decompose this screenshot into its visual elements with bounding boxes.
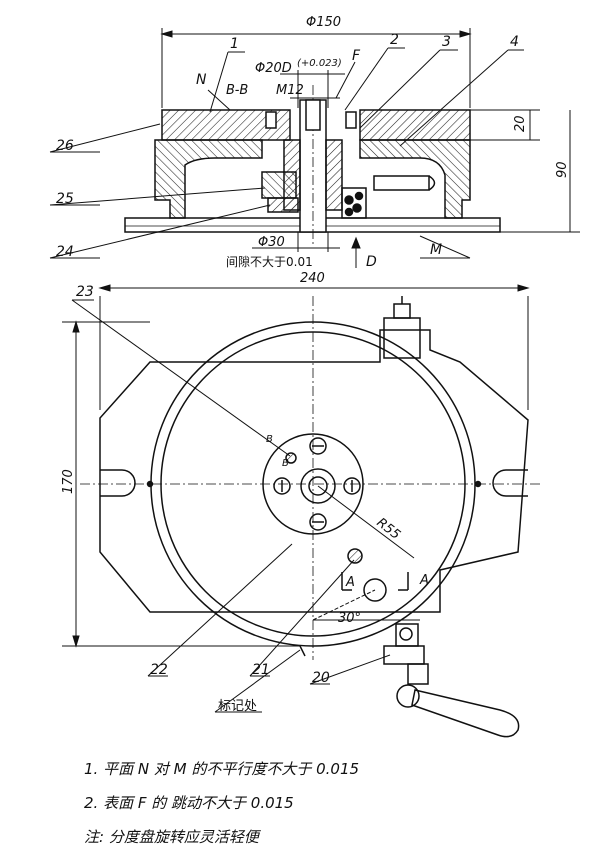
dim-tolerance: (+0.023) [297,58,342,69]
surface-m-label: M [430,242,442,258]
part-label-23: 23 [76,284,94,300]
note-2: 2. 表面 F 的 跳动不大于 0.015 [84,794,294,812]
dim-phi150: Φ150 [306,15,341,30]
section-bb-label: B-B [226,83,248,98]
index-pin-hole [363,578,387,602]
part-label-21: 21 [252,662,270,678]
section-a-mark-2: A [419,573,429,588]
plan-dimensions [62,284,530,713]
section-b-mark-1: B [266,434,273,445]
dim-phi20d: Φ20D [255,61,292,76]
section-a-mark-1: A [345,575,355,590]
part-label-24: 24 [56,244,74,260]
surface-n-label: N [196,72,207,88]
surface-f-label: F [352,48,361,64]
mark-location-label: 标记处 [218,699,257,714]
right-slot [492,469,528,497]
left-slot [100,469,136,497]
plan-view [80,296,540,738]
part-label-3: 3 [442,34,451,50]
part-label-20: 20 [312,670,330,686]
note-3: 注: 分度盘旋转应灵活轻便 [84,828,259,846]
part-label-25: 25 [56,191,74,207]
section-b-mark-2: B [282,458,289,469]
clearance-note: 间隙不大于0.01 [226,255,313,269]
dim-240: 240 [300,271,325,286]
angle-30: 30° [338,611,361,626]
section-view [124,85,501,245]
note-1: 1. 平面 N 对 M 的不平行度不大于 0.015 [84,760,360,778]
hub-screws [273,437,361,531]
lever-handle [411,689,520,738]
dim-m12: M12 [276,83,304,98]
top-plate-right [359,109,471,141]
part-label-4: 4 [510,34,519,50]
part-label-2: 2 [390,32,399,48]
base-body-right [359,139,471,219]
part-label-22: 22 [150,662,168,678]
dim-phi30: Φ30 [258,235,285,250]
lever-block [395,623,419,647]
view-d-label: D [366,254,377,270]
dim-90: 90 [555,161,570,178]
base-outline [99,329,529,613]
dim-20: 20 [513,115,528,132]
section-dimensions [49,28,580,268]
base-body-left [154,139,263,219]
dim-170: 170 [61,469,76,494]
part-label-26: 26 [56,138,74,154]
index-pin [373,175,430,191]
part-label-1: 1 [230,36,239,52]
